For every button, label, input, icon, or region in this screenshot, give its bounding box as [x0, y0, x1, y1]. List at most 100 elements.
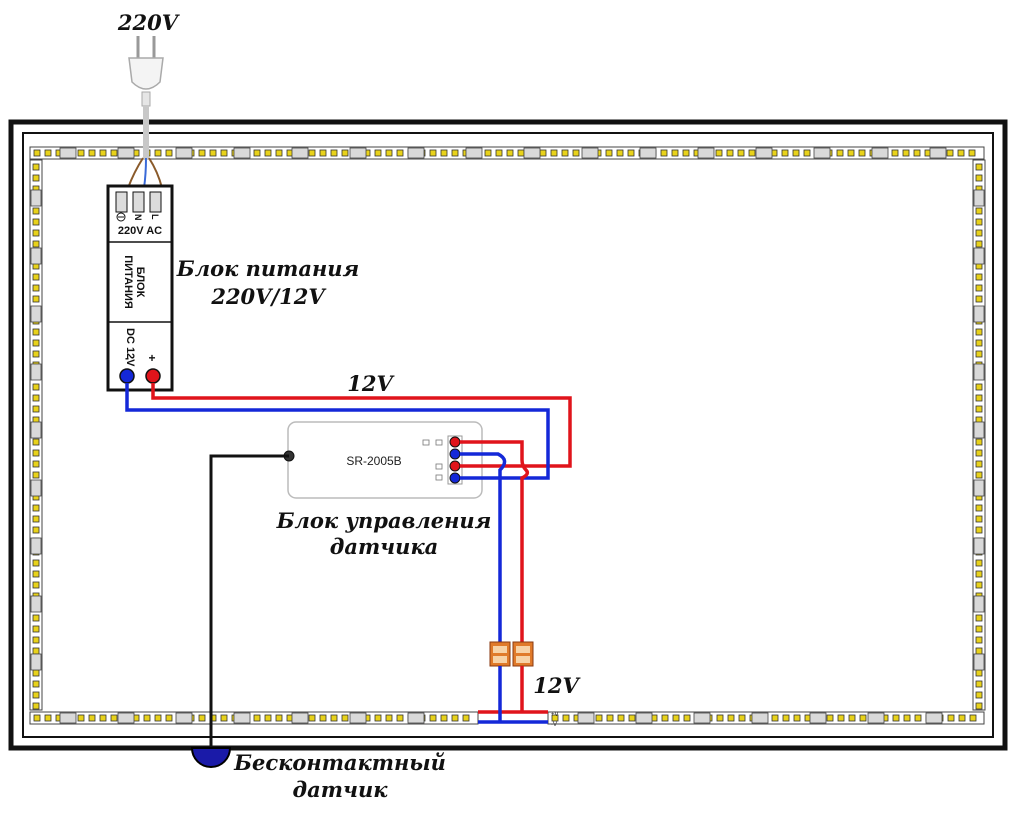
led-chip — [975, 339, 983, 347]
led-chip — [319, 149, 327, 157]
psu-dc-label: DC 12V — [124, 328, 136, 367]
led-chip — [957, 149, 965, 157]
led-strip — [29, 146, 986, 725]
led-chip — [32, 581, 40, 589]
psu-ac-label: 220V AC — [118, 225, 162, 237]
led-chip — [32, 405, 40, 413]
ground-icon — [116, 212, 126, 222]
led-chip — [32, 350, 40, 358]
led-chip — [32, 328, 40, 336]
led-chip — [946, 149, 954, 157]
led-chip — [975, 240, 983, 248]
led-chip — [975, 614, 983, 622]
led-chip — [682, 149, 690, 157]
led-resistor — [233, 712, 251, 724]
led-chip — [32, 625, 40, 633]
led-chip — [77, 714, 85, 722]
led-chip — [429, 149, 437, 157]
led-chip — [385, 714, 393, 722]
led-resistor — [973, 189, 985, 207]
led-chip — [792, 149, 800, 157]
led-resistor — [973, 595, 985, 613]
led-chip — [154, 714, 162, 722]
psu-title-line1: Блок питания — [176, 256, 360, 281]
wago-connector-icon — [512, 641, 534, 667]
psu-minus-terminal — [119, 368, 135, 384]
led-chip — [975, 625, 983, 633]
led-chip — [385, 149, 393, 157]
wire-sensor — [209, 454, 289, 752]
led-resistor — [867, 712, 885, 724]
controller-title-line1: Блок управления — [276, 508, 492, 533]
wire-psu-plus — [151, 383, 572, 468]
psu-title-line2: 220V/12V — [210, 284, 327, 309]
ac-terminal-l — [149, 191, 162, 213]
led-chip — [253, 149, 261, 157]
terminal-n-label: N — [133, 214, 143, 221]
led-resistor — [973, 537, 985, 555]
ac-terminal-n — [132, 191, 145, 213]
led-chip — [975, 504, 983, 512]
led-chip — [617, 714, 625, 722]
wire-strip-minus — [478, 666, 548, 724]
led-resistor — [407, 712, 425, 724]
led-chip — [33, 714, 41, 722]
led-chip — [716, 714, 724, 722]
led-chip — [726, 149, 734, 157]
led-chip — [44, 714, 52, 722]
led-resistor — [751, 712, 769, 724]
led-chip — [165, 714, 173, 722]
led-chip — [32, 636, 40, 644]
led-chip — [903, 714, 911, 722]
led-chip — [110, 714, 118, 722]
psu-name-line1: БЛОК — [134, 267, 146, 298]
led-chip — [32, 438, 40, 446]
led-chip — [330, 149, 338, 157]
led-chip — [826, 714, 834, 722]
led-chip — [32, 218, 40, 226]
led-chip — [975, 229, 983, 237]
led-chip — [947, 714, 955, 722]
led-chip — [264, 149, 272, 157]
led-resistor — [349, 147, 367, 159]
led-chip — [616, 149, 624, 157]
led-chip — [32, 680, 40, 688]
led-chip — [88, 149, 96, 157]
led-chip — [32, 691, 40, 699]
led-chip — [902, 149, 910, 157]
dc-voltage-label-bottom: 12V — [533, 673, 581, 698]
led-chip — [683, 714, 691, 722]
led-chip — [165, 149, 173, 157]
led-chip — [32, 515, 40, 523]
led-resistor — [30, 479, 42, 497]
led-chip — [782, 714, 790, 722]
mirror-frame-outer — [8, 119, 1008, 751]
led-resistor — [523, 147, 541, 159]
led-chip — [975, 218, 983, 226]
led-chip — [661, 714, 669, 722]
led-chip — [891, 149, 899, 157]
controller-terminal-out-minus — [449, 448, 461, 460]
wire-psu-minus — [125, 383, 550, 480]
led-chip — [561, 149, 569, 157]
led-chip — [975, 438, 983, 446]
led-resistor — [697, 147, 715, 159]
led-resistor — [465, 147, 483, 159]
led-resistor — [30, 421, 42, 439]
led-chip — [32, 570, 40, 578]
led-resistor — [291, 147, 309, 159]
led-resistor — [175, 712, 193, 724]
led-chip — [858, 149, 866, 157]
led-resistor — [349, 712, 367, 724]
led-chip — [595, 714, 603, 722]
led-chip — [975, 350, 983, 358]
led-resistor — [639, 147, 657, 159]
led-chip — [495, 149, 503, 157]
sensor-title-line1: Бесконтактный — [233, 750, 446, 775]
led-chip — [551, 714, 559, 722]
led-chip — [264, 714, 272, 722]
led-chip — [628, 714, 636, 722]
led-chip — [859, 714, 867, 722]
led-chip — [975, 328, 983, 336]
led-chip — [975, 449, 983, 457]
